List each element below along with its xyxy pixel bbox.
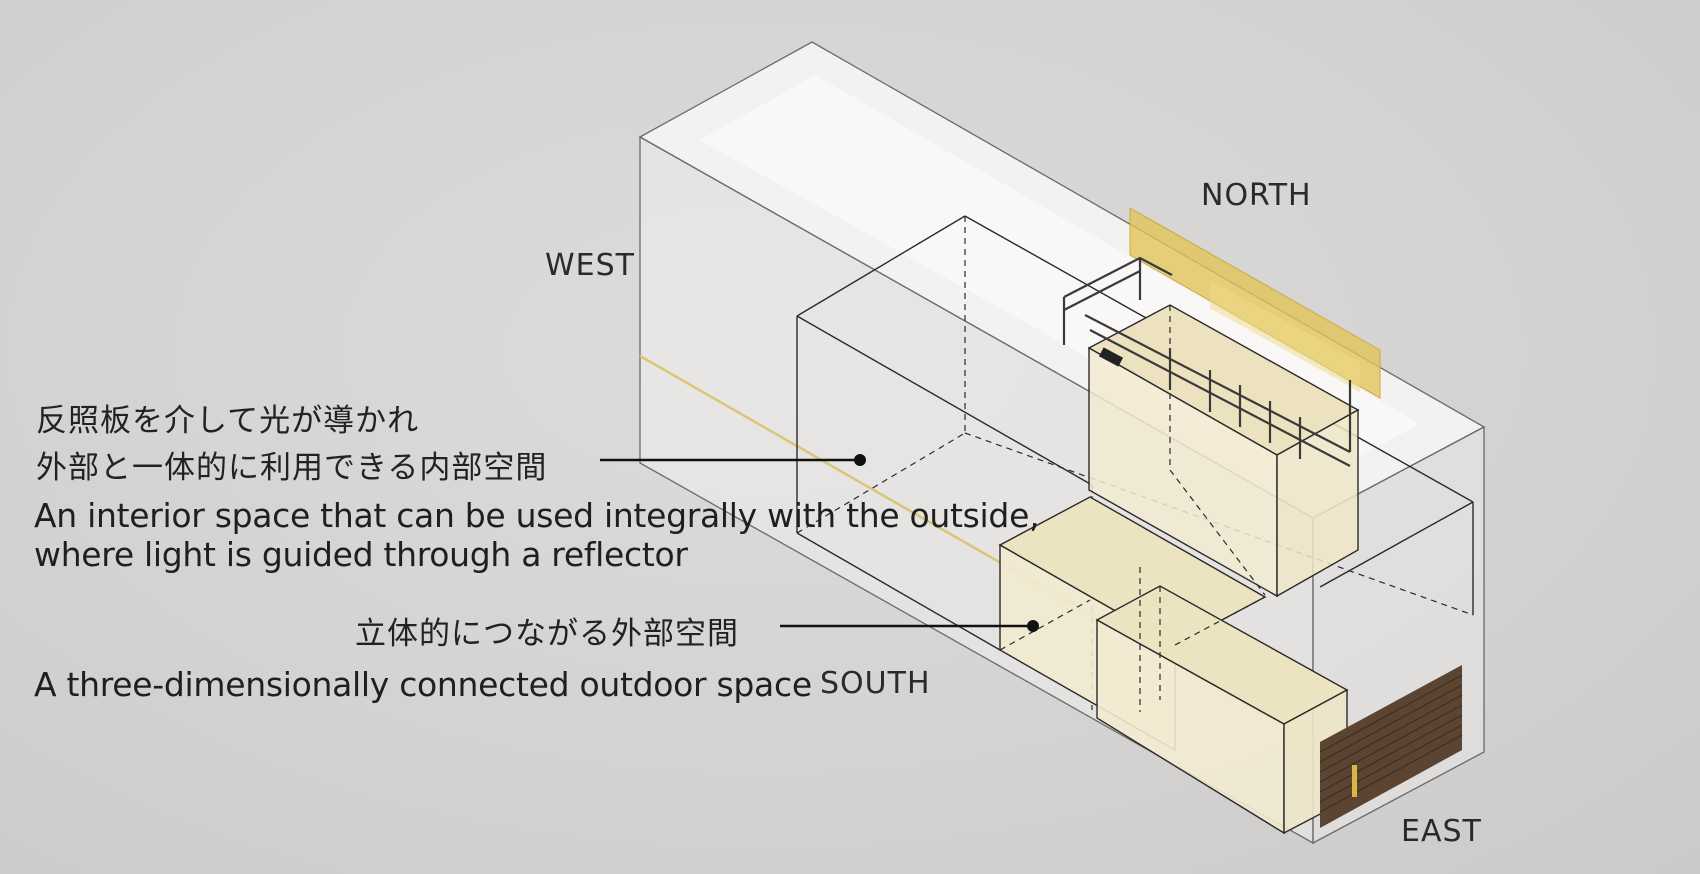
west-label: WEST [545,248,635,283]
leader-outdoor [780,620,1039,632]
interior-annotation-en-line1: An interior space that can be used integ… [34,496,1040,535]
reflector-glow [1210,280,1360,392]
garage-door [1319,665,1463,828]
east-label: EAST [1401,814,1482,849]
interior-annotation-en-line2: where light is guided through a reflecto… [34,535,688,574]
roof-railing [1062,256,1352,467]
leader-interior [600,454,866,466]
tower-volume [1087,304,1360,598]
interior-annotation-jp-line2: 外部と一体的に利用できる内部空間 [36,450,548,486]
outdoor-annotation-jp: 立体的につながる外部空間 [355,616,739,652]
interior-annotation-jp-line1: 反照板を介して光が導かれ [36,403,420,439]
south-label: SOUTH [820,666,931,701]
north-label: NORTH [1201,178,1312,213]
outdoor-volumes [998,496,1349,835]
outdoor-annotation-en: A three-dimensionally connected outdoor … [34,665,812,704]
